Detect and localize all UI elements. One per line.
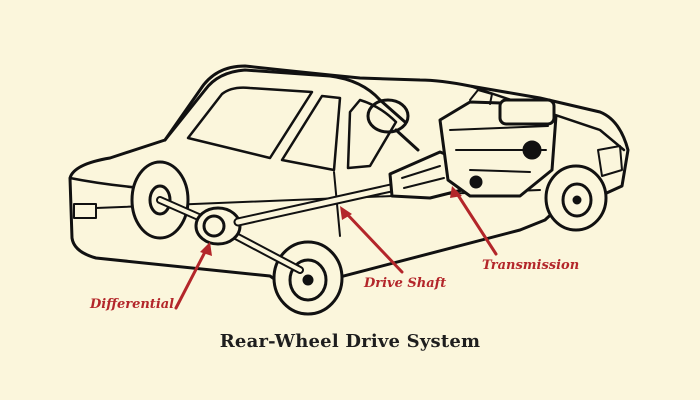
headlight	[597, 145, 623, 177]
steering-wheel	[366, 98, 410, 134]
differential-label: Differential	[90, 297, 175, 312]
arrow-drive-shaft	[344, 211, 404, 274]
rear-window	[186, 86, 314, 160]
car-roof	[163, 68, 407, 142]
diagram-caption: Rear-Wheel Drive System	[219, 331, 481, 352]
arrow-transmission	[454, 190, 498, 256]
taillight	[73, 203, 97, 219]
drive-shaft-label: Drive Shaft	[364, 276, 447, 291]
arrow-differential	[174, 248, 208, 310]
side-window-front	[346, 98, 398, 170]
side-window-rear	[280, 94, 342, 172]
transmission-label: Transmission	[482, 258, 580, 273]
